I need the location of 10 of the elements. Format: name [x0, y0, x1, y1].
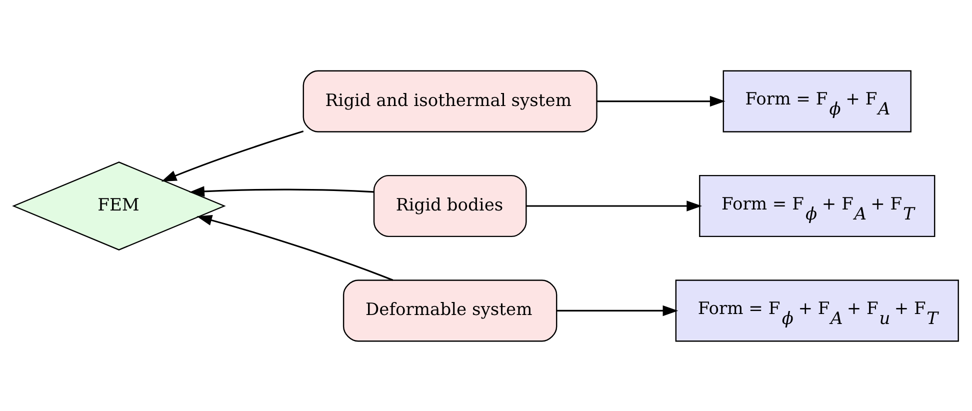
arrow [161, 130, 304, 182]
arrow [596, 95, 726, 106]
arrow [556, 304, 678, 316]
node-diamond: FEM [12, 161, 226, 250]
node-box: Rigid bodies [373, 174, 527, 237]
arrow [196, 214, 394, 280]
arrow [526, 200, 702, 211]
node-box: Deformable system [342, 279, 558, 342]
arrow [189, 186, 374, 196]
node-box: Rigid and isothermal system [302, 70, 598, 132]
